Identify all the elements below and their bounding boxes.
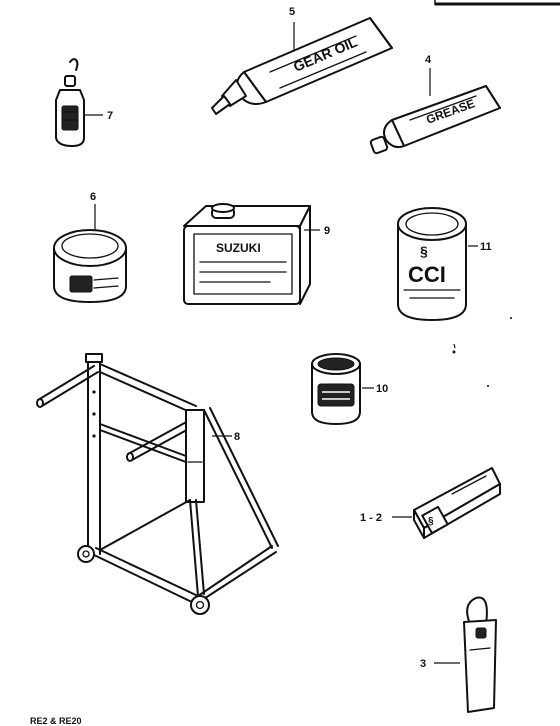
engine-stand-icon <box>36 353 279 615</box>
speck <box>510 317 512 319</box>
callout-9: 9 <box>324 225 330 237</box>
oil-can-icon: SUZUKI <box>183 203 311 305</box>
small-jar-icon <box>311 353 361 425</box>
callout-3: 3 <box>420 658 426 670</box>
cci-logo-mark: § <box>420 243 428 259</box>
pouch-icon <box>463 596 497 713</box>
cci-label: CCI <box>408 262 446 287</box>
callout-11: 11 <box>480 241 492 253</box>
suzuki-label: SUZUKI <box>216 241 261 255</box>
sealant-box-icon: § <box>413 467 501 539</box>
speck <box>453 343 456 349</box>
footer-model-code: RE2 & RE20 <box>30 716 82 726</box>
box-logo-mark: § <box>428 516 434 527</box>
grease-tin-icon <box>53 229 127 303</box>
callout-5: 5 <box>289 6 295 18</box>
speck <box>487 385 489 387</box>
callout-10: 10 <box>376 383 388 395</box>
callout-7: 7 <box>107 110 113 122</box>
callout-8: 8 <box>234 431 240 443</box>
speck <box>452 350 456 354</box>
cci-oil-tin-icon: CCI § <box>397 207 467 321</box>
gear-oil-tube-icon: GEAR OIL <box>211 17 393 115</box>
callout-1-2: 1 - 2 <box>360 512 382 524</box>
callout-4: 4 <box>425 54 432 66</box>
oil-bottle-icon <box>55 58 85 147</box>
callout-6: 6 <box>90 191 96 203</box>
grease-tube-icon: GREASE <box>369 85 501 155</box>
